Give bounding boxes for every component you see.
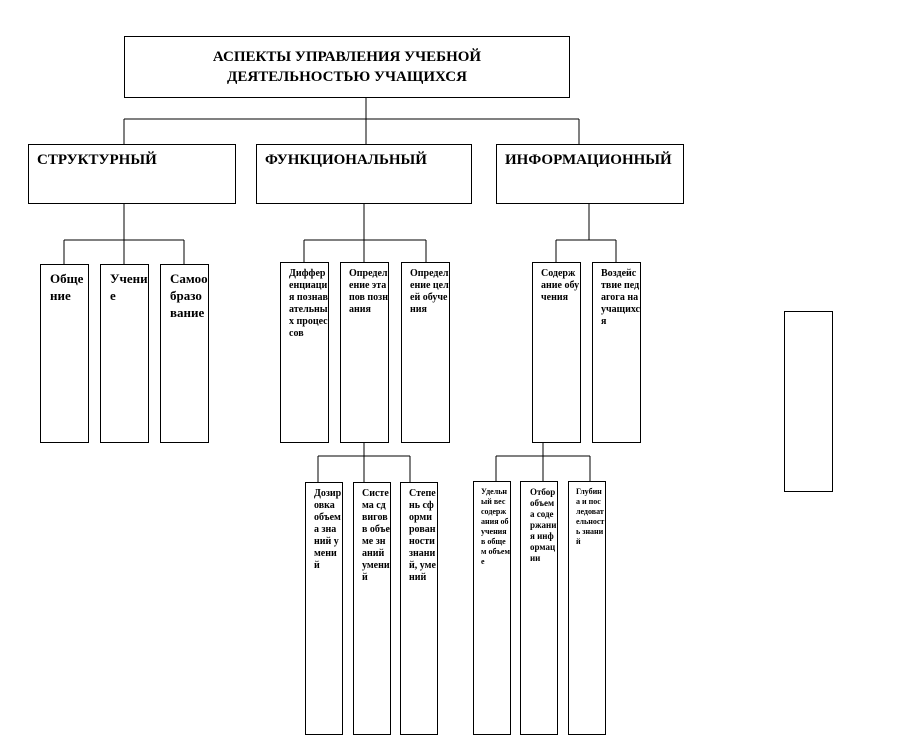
subitem-dosage-text: Дозировка объема знаний умений bbox=[314, 488, 342, 571]
subitem-share-text: Удельный вес содержания обучения в общем… bbox=[481, 487, 510, 566]
item-influence: Воздействие педагога на учащихся bbox=[592, 262, 641, 443]
diagram-title-text: АСПЕКТЫ УПРАВЛЕНИЯ УЧЕБНОЙ ДЕЯТЕЛЬНОСТЬЮ… bbox=[212, 49, 482, 85]
aspect-structural-label: СТРУКТУРНЫЙ bbox=[37, 152, 157, 168]
item-content: Содержание обучения bbox=[532, 262, 581, 443]
item-goals: Определение целей обучения bbox=[401, 262, 450, 443]
subitem-system-text: Система сдвигов в объеме знаний умений bbox=[362, 488, 390, 583]
item-communication-text: Общение bbox=[50, 271, 84, 303]
aspect-informational-label: ИНФОРМАЦИОННЫЙ bbox=[505, 152, 672, 168]
subitem-selection-text: Отбор объема содержания информации bbox=[530, 487, 557, 563]
subitem-depth: Глубина и последовательность знаний bbox=[568, 481, 606, 735]
subitem-degree-text: Степень сформированности знаний, умений bbox=[409, 488, 436, 583]
item-differentiation: Дифференциация познавательных процессов bbox=[280, 262, 329, 443]
aspect-structural: СТРУКТУРНЫЙ bbox=[28, 144, 236, 204]
item-content-text: Содержание обучения bbox=[541, 268, 580, 303]
diagram-title: АСПЕКТЫ УПРАВЛЕНИЯ УЧЕБНОЙ ДЕЯТЕЛЬНОСТЬЮ… bbox=[124, 36, 570, 98]
item-stages: Определение этапов познания bbox=[340, 262, 389, 443]
aspect-functional-label: ФУНКЦИОНАЛЬНЫЙ bbox=[265, 152, 427, 168]
subitem-degree: Степень сформированности знаний, умений bbox=[400, 482, 438, 735]
subitem-depth-text: Глубина и последовательность знаний bbox=[576, 487, 605, 546]
item-influence-text: Воздействие педагога на учащихся bbox=[601, 268, 640, 327]
subitem-share: Удельный вес содержания обучения в общем… bbox=[473, 481, 511, 735]
aspect-functional: ФУНКЦИОНАЛЬНЫЙ bbox=[256, 144, 472, 204]
item-self-education-text: Самообразование bbox=[170, 271, 208, 320]
aspect-informational: ИНФОРМАЦИОННЫЙ bbox=[496, 144, 684, 204]
item-learning-text: Учение bbox=[110, 271, 148, 303]
empty-box bbox=[784, 311, 833, 492]
item-self-education: Самообразование bbox=[160, 264, 209, 443]
item-goals-text: Определение целей обучения bbox=[410, 268, 449, 315]
item-stages-text: Определение этапов познания bbox=[349, 268, 388, 315]
subitem-selection: Отбор объема содержания информации bbox=[520, 481, 558, 735]
item-differentiation-text: Дифференциация познавательных процессов bbox=[289, 268, 328, 339]
subitem-dosage: Дозировка объема знаний умений bbox=[305, 482, 343, 735]
item-learning: Учение bbox=[100, 264, 149, 443]
subitem-system: Система сдвигов в объеме знаний умений bbox=[353, 482, 391, 735]
item-communication: Общение bbox=[40, 264, 89, 443]
